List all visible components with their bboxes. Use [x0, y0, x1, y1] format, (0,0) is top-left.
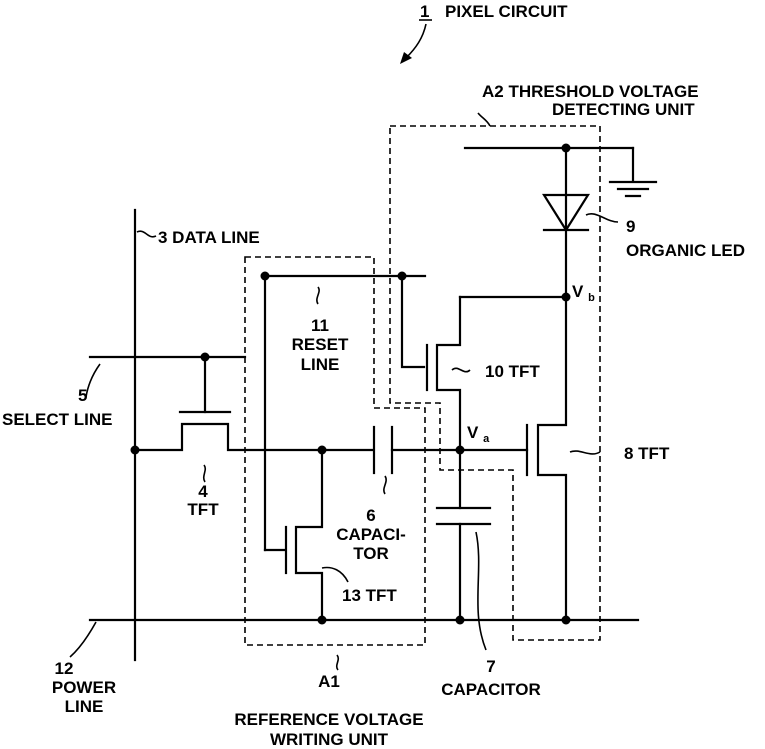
reset-line-label1: RESET: [292, 335, 349, 354]
node-vb: V b: [572, 282, 595, 304]
a2-boundary: [390, 126, 600, 640]
a1-label-line1: REFERENCE VOLTAGE: [234, 710, 423, 729]
tft4-num: 4: [198, 482, 208, 501]
node-va-main: V: [467, 423, 479, 442]
select-line-label: SELECT LINE: [2, 410, 113, 429]
a2-label-line2: DETECTING UNIT: [552, 100, 695, 119]
capacitor7-label: CAPACITOR: [441, 680, 541, 699]
tft8-label: 8 TFT: [624, 444, 670, 463]
capacitor6-label2: TOR: [353, 544, 389, 563]
reset-line-num: 11: [311, 316, 329, 335]
a1-code: A1: [318, 672, 340, 691]
oled9-num: 9: [626, 217, 635, 236]
tft4-label: TFT: [187, 500, 219, 519]
data-line-label: 3 DATA LINE: [158, 228, 260, 247]
tft13-label: 13 TFT: [342, 586, 397, 605]
reset-line-label2: LINE: [301, 355, 340, 374]
capacitor6-label1: CAPACI-: [336, 525, 406, 544]
power-line-label2: LINE: [65, 697, 104, 716]
a1-label-line2: WRITING UNIT: [270, 730, 389, 749]
a2-label-line1: A2 THRESHOLD VOLTAGE: [482, 82, 699, 101]
junctions: [131, 144, 571, 625]
select-line-num: 5: [78, 386, 87, 405]
wires: [90, 148, 638, 660]
capacitor7-num: 7: [486, 657, 495, 676]
node-vb-sub: b: [588, 292, 595, 304]
oled9-label: ORGANIC LED: [626, 241, 745, 260]
capacitor6-num: 6: [366, 506, 375, 525]
power-line-num: 12: [55, 659, 74, 678]
node-va-sub: a: [483, 433, 490, 445]
title-number: 1: [420, 2, 429, 21]
title-arrow-icon: [400, 24, 426, 64]
node-vb-main: V: [572, 282, 584, 301]
page-title: PIXEL CIRCUIT: [445, 2, 568, 21]
tft10-label: 10 TFT: [485, 362, 540, 381]
ground-icon: [610, 182, 656, 196]
power-line-label1: POWER: [52, 678, 116, 697]
node-va: V a: [467, 423, 490, 445]
